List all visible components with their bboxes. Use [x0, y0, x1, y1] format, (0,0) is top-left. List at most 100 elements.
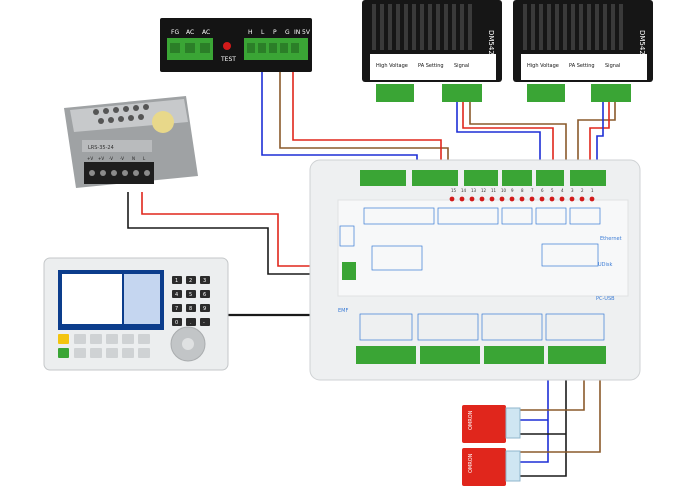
- psu-terminal-block: FG AC AC TEST H L P G IN 5V: [160, 18, 312, 72]
- pin-label: 12: [481, 188, 487, 193]
- key-5-label: 5: [189, 292, 192, 298]
- driver-pa-setting: PA Setting: [418, 63, 444, 69]
- wire-limit-brown1: [518, 368, 585, 411]
- wire-driver2-red: [589, 102, 610, 178]
- yellow-key[interactable]: [58, 334, 69, 344]
- driver-signal: Signal: [454, 63, 469, 69]
- key-6-label: 6: [203, 292, 206, 298]
- fn-key[interactable]: [74, 348, 86, 358]
- key-2[interactable]: [186, 276, 196, 284]
- pin-label: 9: [511, 188, 514, 193]
- status-leds: [449, 196, 595, 202]
- limit-switch-1: OMRON: [462, 405, 521, 443]
- key-0[interactable]: [172, 318, 182, 326]
- main-board: 15 14 13 12 11 10 9 8 7 6 5 4 3 2 1: [309, 159, 641, 381]
- pin-label: 15: [451, 188, 457, 193]
- silkscreen-blocks: [339, 207, 605, 341]
- fn-key[interactable]: [74, 334, 86, 344]
- key-minus-label: -: [203, 320, 205, 326]
- psu-fan-label: [152, 111, 174, 133]
- test-button[interactable]: [223, 42, 231, 50]
- wire-ps-red: [141, 192, 344, 267]
- key-5[interactable]: [186, 290, 196, 298]
- wire-limit-blue: [518, 368, 549, 463]
- wire-ps-black: [127, 192, 344, 275]
- stepper-driver-1: DM542 High Voltage PA Setting Signal: [362, 0, 502, 102]
- pin-numbers: 15 14 13 12 11 10 9 8 7 6 5 4 3 2 1: [451, 188, 594, 193]
- function-keys: [74, 334, 150, 358]
- label-ac2: AC: [202, 29, 210, 36]
- wire-driver2-blue: [596, 102, 604, 178]
- heatsink-fins: [523, 4, 623, 50]
- bottom-connectors: [356, 346, 606, 364]
- driver-model: DM542: [638, 30, 646, 55]
- driver-power-plug: [527, 84, 565, 102]
- psu-terminal-v2: +V: [98, 156, 104, 161]
- wire-driver2-brown: [577, 102, 616, 178]
- power-supply: LRS-35-24 +V +V -V -V N L: [64, 96, 198, 188]
- driver-signal-plug: [591, 84, 631, 102]
- psu-terminal-v1: +V: [87, 156, 93, 161]
- limit-switch-2: OMRON: [462, 448, 521, 486]
- psu-terminal-v3: -V: [109, 156, 113, 161]
- key-6[interactable]: [200, 290, 210, 298]
- fn-key[interactable]: [122, 334, 134, 344]
- label-p: P: [273, 29, 277, 36]
- emf-label: EMF: [338, 308, 348, 314]
- key-3[interactable]: [200, 276, 210, 284]
- key-minus[interactable]: [200, 318, 210, 326]
- psu-terminal-l: L: [143, 156, 146, 161]
- label-l: L: [261, 29, 265, 36]
- pin-label: 14: [461, 188, 467, 193]
- udisk-label: UDisk: [598, 262, 613, 268]
- driver-power-plug: [376, 84, 414, 102]
- pc-usb-label: PC-USB: [596, 296, 615, 302]
- key-9-label: 9: [203, 306, 206, 312]
- wire-limit-brown2: [518, 368, 601, 453]
- key-2-label: 2: [189, 278, 192, 284]
- driver-signal-plug: [442, 84, 482, 102]
- limit-switch-brand: OMRON: [468, 453, 474, 473]
- driver-high-voltage: High Voltage: [376, 63, 408, 69]
- key-9[interactable]: [200, 304, 210, 312]
- direction-pad-center[interactable]: [182, 338, 194, 350]
- label-ac1: AC: [186, 29, 194, 36]
- fn-key[interactable]: [138, 334, 150, 344]
- ethernet-label: Ethernet: [600, 236, 622, 242]
- key-0-label: 0: [175, 320, 178, 326]
- top-connectors: [360, 170, 606, 186]
- control-panel: 1 2 3 4 5 6 7 8 9 0 . -: [43, 257, 229, 371]
- wire-driver1-red: [462, 102, 554, 178]
- key-4[interactable]: [172, 290, 182, 298]
- pin-label: 5: [551, 188, 554, 193]
- fn-key[interactable]: [106, 348, 118, 358]
- key-8[interactable]: [186, 304, 196, 312]
- fn-key[interactable]: [138, 348, 150, 358]
- key-3-label: 3: [203, 278, 206, 284]
- pin-label: 7: [531, 188, 534, 193]
- key-7[interactable]: [172, 304, 182, 312]
- driver-high-voltage: High Voltage: [527, 63, 559, 69]
- key-dot[interactable]: [186, 318, 196, 326]
- wire-driver1-brown: [469, 102, 567, 178]
- key-7-label: 7: [175, 306, 178, 312]
- pin-label: 13: [471, 188, 477, 193]
- wires: [127, 68, 616, 477]
- pin-label: 8: [521, 188, 524, 193]
- fn-key[interactable]: [90, 348, 102, 358]
- fn-key[interactable]: [90, 334, 102, 344]
- green-key[interactable]: [58, 348, 69, 358]
- label-test: TEST: [220, 56, 236, 63]
- fn-key[interactable]: [106, 334, 118, 344]
- psu-model: LRS-35-24: [88, 145, 114, 151]
- key-1[interactable]: [172, 276, 182, 284]
- pin-label: 6: [541, 188, 544, 193]
- key-8-label: 8: [189, 306, 192, 312]
- pin-label: 4: [561, 188, 564, 193]
- psu-terminal-v4: -V: [120, 156, 124, 161]
- signal-terminal-plug: [244, 38, 308, 60]
- driver-model: DM542: [487, 30, 495, 55]
- fn-key[interactable]: [122, 348, 134, 358]
- pin-label: 2: [581, 188, 584, 193]
